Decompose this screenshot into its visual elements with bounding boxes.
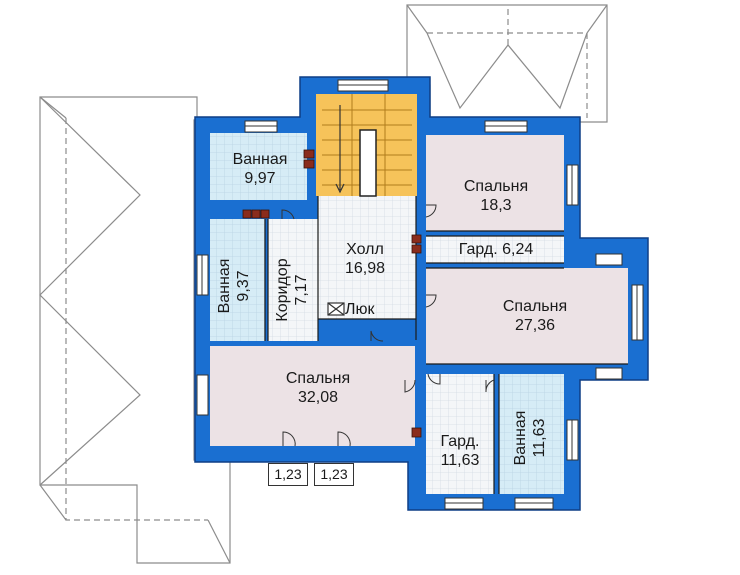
- bed3-floor: [210, 346, 415, 446]
- staircase: [322, 94, 412, 197]
- balcony-tag-left: 1,23: [268, 463, 308, 486]
- hatch-icon: [327, 302, 345, 316]
- bed1-floor: [426, 135, 564, 231]
- closet1-label: Гард. 6,24: [458, 241, 534, 258]
- bed2-floor: [426, 268, 628, 364]
- balcony-tag-right: 1,23: [314, 463, 354, 486]
- hatch-label: Люк: [345, 301, 375, 318]
- door-swings: [281, 204, 495, 447]
- vent-ducts: [242, 149, 422, 438]
- closet2-label: Гард.11,63: [440, 433, 480, 469]
- interior-partitions: [264, 196, 628, 494]
- roof-top: [406, 4, 608, 123]
- windows: [196, 79, 644, 510]
